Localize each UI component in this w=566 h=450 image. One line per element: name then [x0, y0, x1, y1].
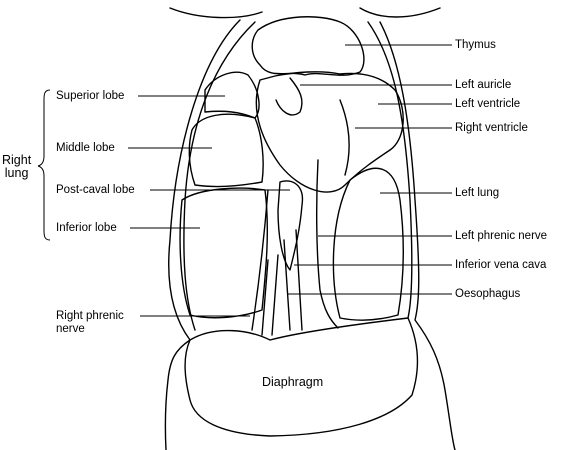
left-auricle-shape [275, 77, 303, 116]
inferior-lobe-shape [179, 187, 269, 319]
post-caval-lobe-shape [277, 180, 304, 271]
thoracic-wall-outer-right [379, 21, 456, 450]
label-right-phrenic-nerve: Right phrenic nerve [56, 310, 124, 335]
inferior-vena-cava-shape [283, 229, 303, 331]
label-post-caval-lobe: Post-caval lobe [56, 184, 135, 196]
right-phrenic-nerve-line [251, 189, 269, 331]
label-inferior-lobe: Inferior lobe [56, 222, 117, 234]
label-left-ventricle: Left ventricle [455, 98, 521, 110]
label-thymus: Thymus [455, 39, 496, 51]
label-oesophagus: Oesophagus [455, 288, 521, 300]
middle-lobe-shape [188, 113, 264, 188]
diaphragm-shape [184, 317, 419, 437]
heart-shape [255, 71, 404, 193]
thymus-shape [251, 16, 365, 76]
neck-outline-left [169, 7, 263, 19]
oesophagus-shape [261, 254, 279, 336]
label-superior-lobe: Superior lobe [56, 90, 125, 102]
left-phrenic-nerve-line [315, 159, 339, 329]
label-right-lung: Right lung [2, 153, 32, 180]
pleura-inner-left-side [367, 21, 413, 319]
label-right-ventricle: Right ventricle [455, 122, 528, 134]
pleura-inner-right-side [183, 21, 256, 331]
label-left-phrenic-nerve: Left phrenic nerve [455, 230, 548, 242]
label-inferior-vena-cava: Inferior vena cava [455, 259, 547, 271]
label-left-auricle: Left auricle [455, 79, 512, 91]
interventricular-groove [339, 99, 350, 176]
label-middle-lobe: Middle lobe [56, 142, 115, 154]
neck-outline-right [359, 7, 441, 18]
left-lung-shape [332, 167, 404, 321]
superior-lobe-shape [204, 71, 260, 119]
right-lung-brace [37, 89, 51, 241]
label-diaphragm: Diaphragm [262, 375, 324, 389]
thoracic-wall-outer [164, 19, 241, 450]
label-left-lung: Left lung [455, 187, 500, 199]
